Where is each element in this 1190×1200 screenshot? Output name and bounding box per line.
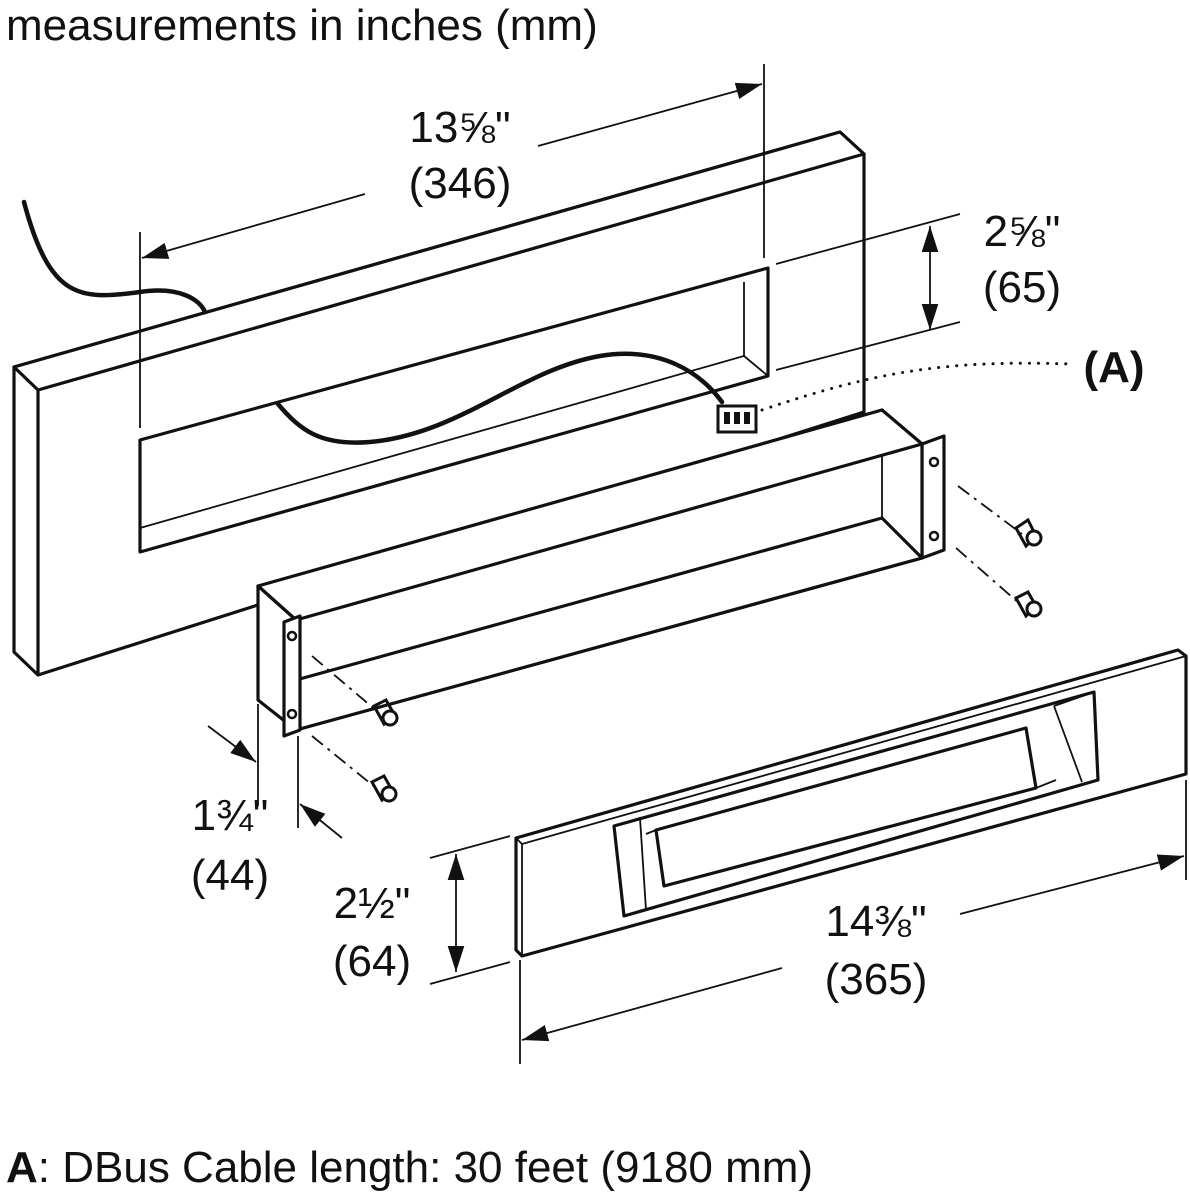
screw-icon: [1014, 517, 1043, 549]
panel-width-mm: (365): [825, 955, 928, 1004]
screw-icon: [371, 698, 399, 727]
callout-a: (A): [760, 343, 1145, 412]
panel-height-inch: 2½": [334, 879, 411, 928]
frame-height-inch: 2⅝": [984, 207, 1061, 256]
dimension-frame-width: 13⅝" (346): [139, 64, 765, 428]
dimension-panel-width: 14⅜" (365): [519, 780, 1187, 1064]
legend-text: : DBus Cable length: 30 feet (9180 mm): [38, 1143, 813, 1192]
frame-width-inch: 13⅝": [409, 103, 510, 152]
screw-icon: [369, 774, 398, 803]
legend-key: A: [6, 1143, 38, 1192]
dimension-panel-height: 2½" (64): [333, 835, 511, 986]
front-panel: [514, 648, 1188, 958]
frame-width-mm: (346): [409, 159, 512, 208]
handle: [612, 690, 1100, 918]
dimension-frame-height: 2⅝" (65): [775, 207, 1061, 371]
panel-width-inch: 14⅜": [825, 897, 926, 946]
diagram-title: measurements in inches (mm): [6, 1, 598, 50]
callout-a-marker: (A): [1083, 343, 1144, 392]
sleeve-depth-inch: 1¾": [192, 791, 269, 840]
sleeve-depth-mm: (44): [191, 851, 269, 900]
screw-icon: [1013, 590, 1043, 619]
dbus-connector-icon: [716, 404, 758, 434]
dbus-cable: [21, 199, 758, 445]
frame-height-mm: (65): [983, 263, 1061, 312]
mounting-frame: [12, 130, 866, 677]
panel-height-mm: (64): [333, 937, 411, 986]
screws: [311, 485, 1043, 803]
mounting-sleeve: [256, 408, 946, 738]
legend: A: DBus Cable length: 30 feet (9180 mm): [6, 1143, 813, 1192]
dimension-sleeve-depth: 1¾" (44): [191, 704, 343, 900]
